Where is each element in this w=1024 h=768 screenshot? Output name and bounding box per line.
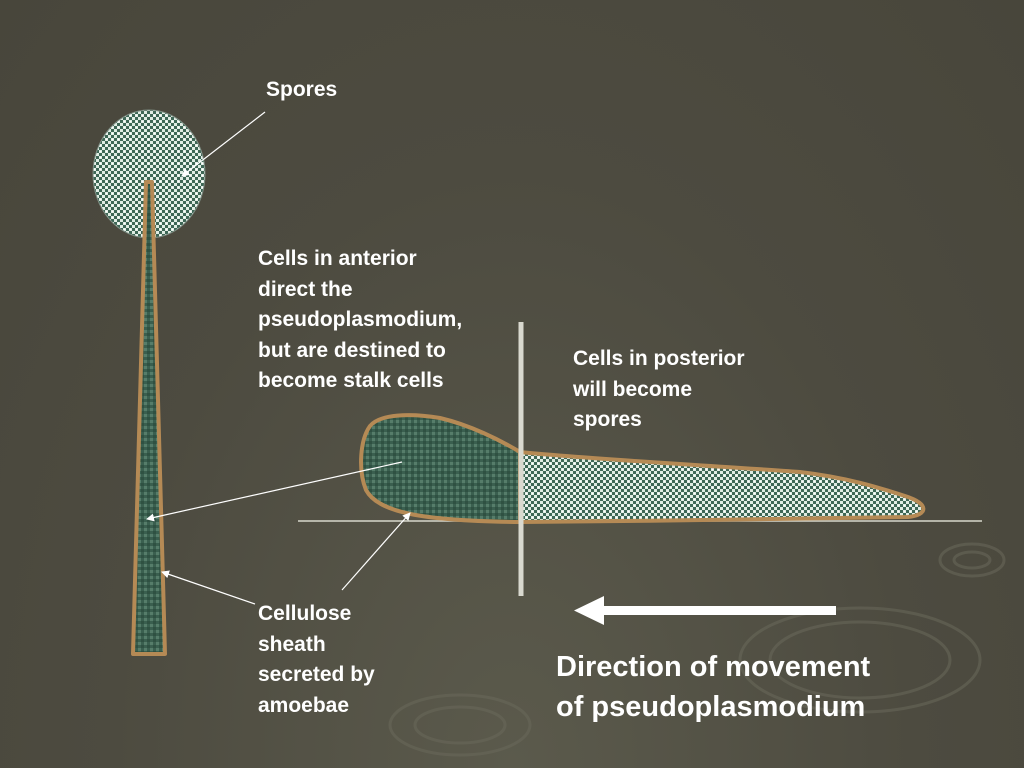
sheath-leader-stalk bbox=[161, 570, 256, 605]
posterior-label: Cells in posterior will become spores bbox=[573, 344, 745, 436]
posterior-line: Cells in posterior bbox=[573, 347, 745, 370]
movement-label: Direction of movement of pseudoplasmodiu… bbox=[556, 647, 870, 727]
spores-leader bbox=[181, 111, 266, 177]
stalk bbox=[131, 180, 167, 656]
sheath-line: amoebae bbox=[258, 693, 350, 717]
anterior-line: but are destined to bbox=[258, 338, 446, 362]
sheath-label: Cellulose sheath secreted by amoebae bbox=[258, 599, 375, 721]
posterior-line: will become bbox=[573, 377, 693, 401]
slug-anterior bbox=[359, 413, 522, 524]
spores-label: Spores bbox=[266, 78, 338, 101]
anterior-line: pseudoplasmodium, bbox=[258, 308, 463, 331]
sheath-leader-slug bbox=[341, 512, 411, 591]
sheath-line: sheath bbox=[258, 632, 326, 656]
anterior-line: Cells in anterior bbox=[258, 247, 417, 270]
leader-lines bbox=[146, 111, 411, 605]
anterior-line: direct the bbox=[258, 277, 353, 301]
posterior-line: spores bbox=[573, 408, 642, 431]
movement-line: Direction of movement bbox=[556, 651, 871, 683]
sheath-line: Cellulose bbox=[258, 602, 352, 625]
ripple-decoration bbox=[388, 542, 1006, 757]
slug-posterior bbox=[518, 450, 926, 524]
sheath-line: secreted by bbox=[258, 663, 375, 686]
anterior-line: become stalk cells bbox=[258, 369, 444, 392]
direction-arrow bbox=[574, 596, 836, 625]
movement-line: of pseudoplasmodium bbox=[556, 691, 866, 723]
anterior-label: Cells in anterior direct the pseudoplasm… bbox=[258, 244, 462, 397]
anterior-leader bbox=[146, 461, 403, 522]
